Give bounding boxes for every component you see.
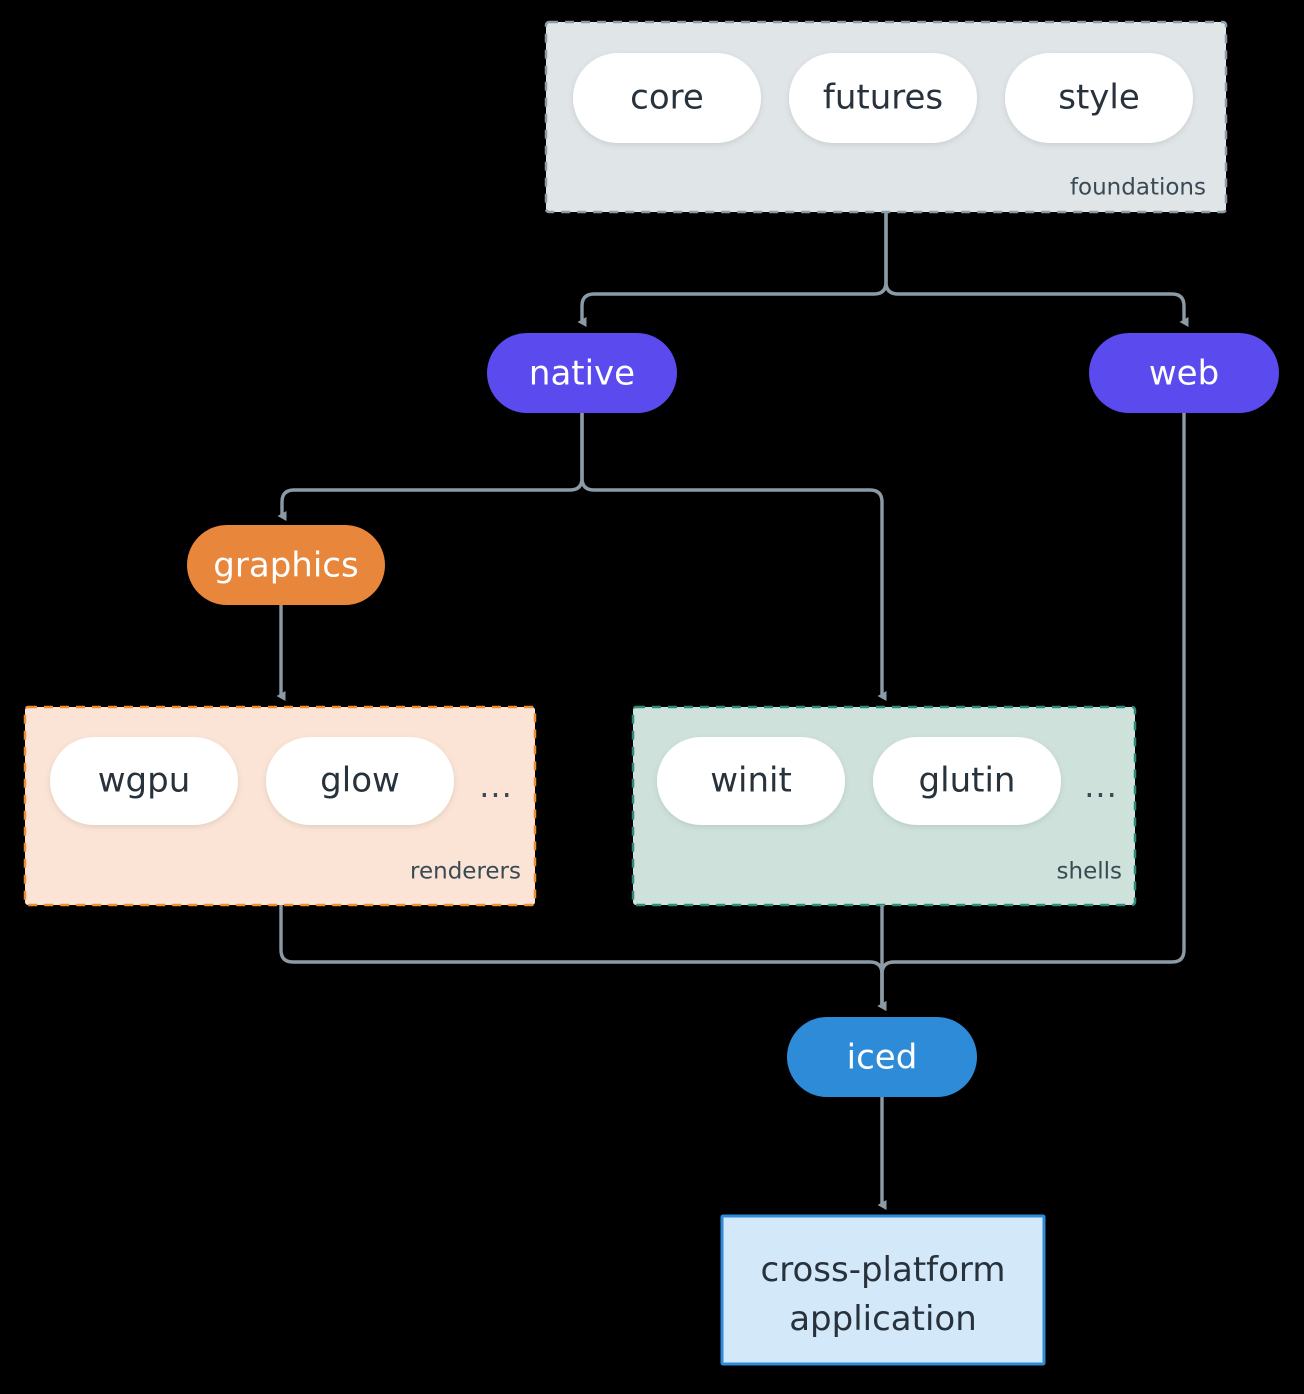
node-native[interactable]: native <box>487 333 677 413</box>
edge-foundations-to-web <box>884 212 1189 327</box>
cluster-renderers-label: renderers <box>410 859 521 885</box>
node-web[interactable]: web <box>1089 333 1279 413</box>
node-native-shape[interactable] <box>487 333 677 413</box>
cluster-renderers: wgpu glow ... renderers <box>23 705 537 907</box>
node-core-shape[interactable] <box>573 53 761 143</box>
node-application-label-line2: application <box>789 1299 977 1339</box>
node-native-label: native <box>529 354 635 394</box>
node-more-shells-label: ... <box>1084 767 1118 805</box>
node-web-label: web <box>1149 354 1219 394</box>
node-application-shape[interactable] <box>720 1214 1046 1366</box>
node-glutin-label: glutin <box>919 761 1016 801</box>
node-style-label: style <box>1058 78 1140 118</box>
node-style-shape[interactable] <box>1005 53 1193 143</box>
node-wgpu-label: wgpu <box>98 761 191 801</box>
edge-native-to-shells <box>580 413 887 701</box>
node-winit-label: winit <box>710 761 792 801</box>
node-winit-shape[interactable] <box>657 737 845 825</box>
node-web-shape[interactable] <box>1089 333 1279 413</box>
node-glutin-shape[interactable] <box>873 737 1061 825</box>
node-wgpu[interactable]: wgpu <box>50 737 238 825</box>
node-futures[interactable]: futures <box>789 53 977 143</box>
node-glow[interactable]: glow <box>266 737 454 825</box>
node-application-label-line1: cross-platform <box>761 1250 1006 1290</box>
node-application[interactable]: cross-platform application <box>720 1214 1046 1366</box>
node-graphics-shape[interactable] <box>187 525 385 605</box>
cluster-shells: winit glutin ... shells <box>631 705 1137 907</box>
node-graphics-label: graphics <box>213 546 358 586</box>
edge-native-to-graphics <box>277 413 584 521</box>
node-graphics[interactable]: graphics <box>187 525 385 605</box>
node-glow-shape[interactable] <box>266 737 454 825</box>
node-core-label: core <box>630 78 704 118</box>
node-iced-shape[interactable] <box>787 1017 977 1097</box>
node-more-renderers-label: ... <box>479 767 513 805</box>
node-glow-label: glow <box>320 761 400 801</box>
node-iced-label: iced <box>847 1038 918 1078</box>
edge-renderers-to-iced <box>279 905 887 1011</box>
cluster-foundations: core futures style foundations <box>544 20 1228 214</box>
cluster-foundations-label: foundations <box>1070 175 1206 201</box>
node-core[interactable]: core <box>573 53 761 143</box>
node-iced[interactable]: iced <box>787 1017 977 1097</box>
node-glutin[interactable]: glutin <box>873 737 1061 825</box>
node-wgpu-shape[interactable] <box>50 737 238 825</box>
node-futures-shape[interactable] <box>789 53 977 143</box>
cluster-shells-label: shells <box>1057 859 1122 885</box>
node-futures-label: futures <box>823 78 943 118</box>
node-winit[interactable]: winit <box>657 737 845 825</box>
edge-foundations-to-native <box>577 212 888 327</box>
edge-web-to-iced <box>877 413 1186 1011</box>
node-style[interactable]: style <box>1005 53 1193 143</box>
